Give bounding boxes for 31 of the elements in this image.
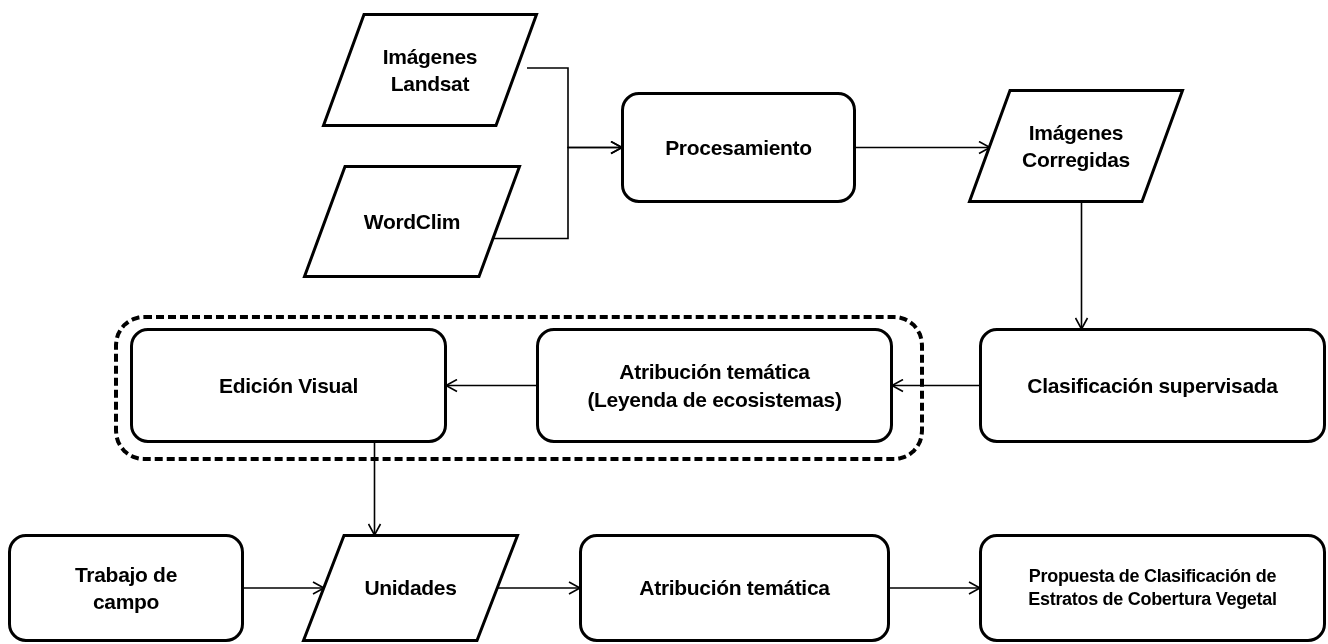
arrow: [493, 140, 623, 240]
node-label: Edición Visual: [218, 372, 359, 399]
arrow: [243, 581, 325, 595]
node-label: Atribución temática (Leyenda de ecosistemas): [586, 359, 843, 413]
node-label: WordClim: [362, 208, 462, 235]
data-parallelogram: [968, 89, 1184, 203]
process-box: [979, 328, 1326, 443]
arrow: [891, 378, 980, 393]
node-label: Procesamiento: [664, 134, 813, 161]
node-label: Unidades: [363, 575, 458, 602]
arrow: [367, 442, 382, 536]
node-label: Imágenes Landsat: [381, 43, 479, 97]
data-parallelogram: [303, 165, 521, 278]
arrow: [445, 378, 537, 393]
process-box: [536, 328, 893, 443]
dashed-group-frame: [114, 315, 924, 461]
node-label: Propuesta de Clasificación de Estratos de Cobertura Vegetal: [1027, 564, 1278, 611]
node-label: Trabajo de campo: [74, 561, 178, 615]
process-box: [621, 92, 856, 203]
node-label: Imágenes Corregidas: [1021, 119, 1131, 173]
node-label: Clasificación supervisada: [1026, 372, 1279, 399]
data-parallelogram: [322, 13, 538, 127]
process-box: [979, 534, 1326, 642]
arrow: [497, 581, 581, 595]
node-label: Atribución temática: [638, 575, 831, 602]
data-parallelogram: [302, 534, 519, 642]
process-box: [8, 534, 244, 642]
process-box: [579, 534, 890, 642]
arrow: [1074, 202, 1089, 330]
process-box: [130, 328, 447, 443]
arrow: [889, 581, 981, 595]
